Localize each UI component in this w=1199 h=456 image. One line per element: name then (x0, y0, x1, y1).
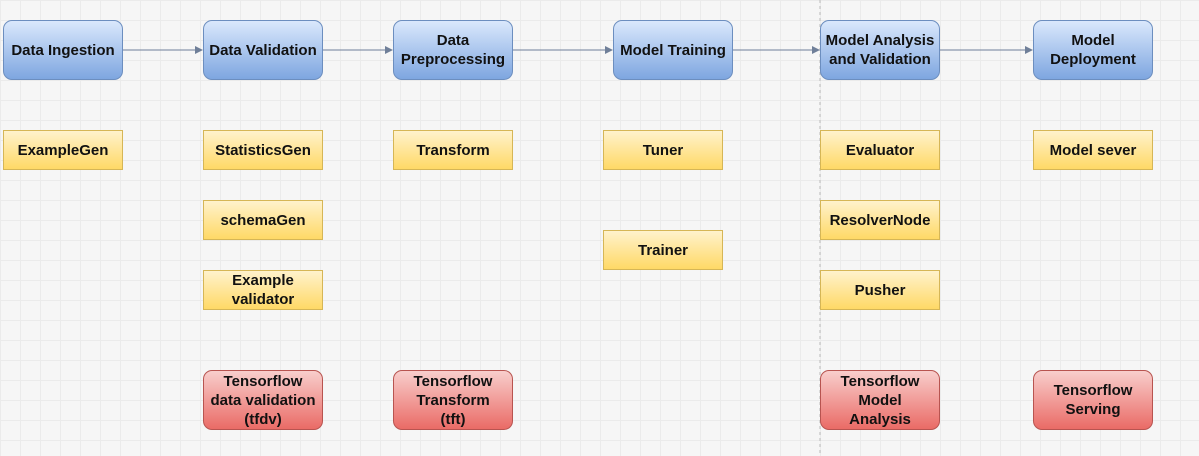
library-tfma[interactable]: Tensorflow Model Analysis (820, 370, 940, 430)
component-resolvernode[interactable]: ResolverNode (820, 200, 940, 240)
component-schemagen[interactable]: schemaGen (203, 200, 323, 240)
stage-data-validation[interactable]: Data Validation (203, 20, 323, 80)
stage-data-ingestion[interactable]: Data Ingestion (3, 20, 123, 80)
library-tf-serving[interactable]: Tensorflow Serving (1033, 370, 1153, 430)
component-model-server[interactable]: Model sever (1033, 130, 1153, 170)
stage-model-analysis[interactable]: Model Analysis and Validation (820, 20, 940, 80)
stage-data-preprocessing[interactable]: Data Preprocessing (393, 20, 513, 80)
component-examplegen[interactable]: ExampleGen (3, 130, 123, 170)
component-pusher[interactable]: Pusher (820, 270, 940, 310)
component-evaluator[interactable]: Evaluator (820, 130, 940, 170)
library-tfdv[interactable]: Tensorflow data validation (tfdv) (203, 370, 323, 430)
stage-model-deployment[interactable]: Model Deployment (1033, 20, 1153, 80)
component-example-validator[interactable]: Example validator (203, 270, 323, 310)
component-transform[interactable]: Transform (393, 130, 513, 170)
library-tft[interactable]: Tensorflow Transform (tft) (393, 370, 513, 430)
stage-model-training[interactable]: Model Training (613, 20, 733, 80)
component-tuner[interactable]: Tuner (603, 130, 723, 170)
component-trainer[interactable]: Trainer (603, 230, 723, 270)
component-statisticsgen[interactable]: StatisticsGen (203, 130, 323, 170)
